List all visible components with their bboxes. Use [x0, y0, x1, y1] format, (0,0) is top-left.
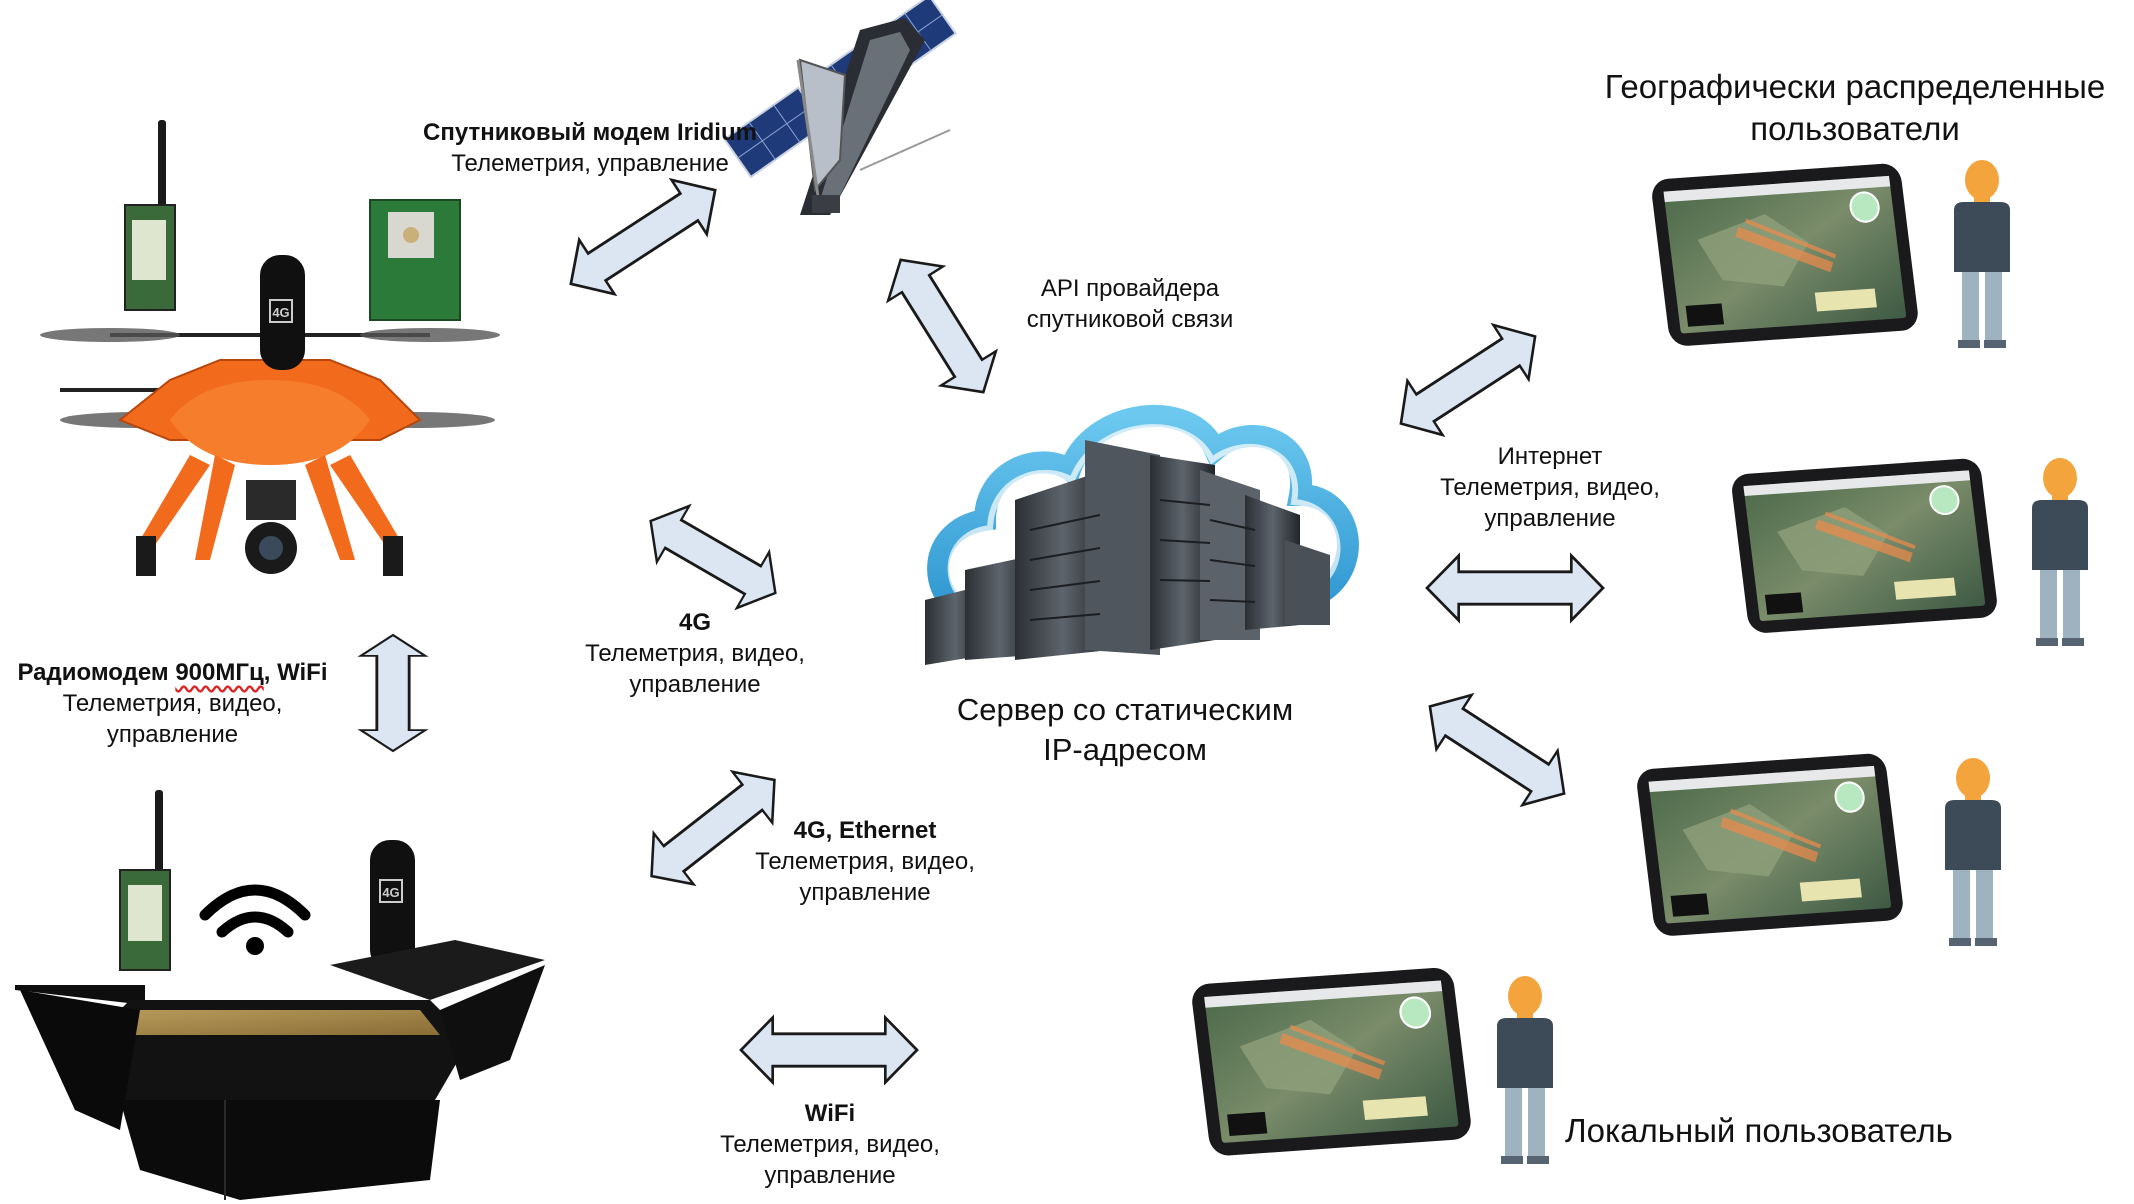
link-wifi-title: WiFi: [804, 1100, 856, 1127]
arrow-server-user-3: [1410, 677, 1584, 823]
ground-station-icon: 4G: [15, 790, 545, 1200]
radio-modem-desc1: Телеметрия, видео,: [62, 690, 283, 718]
arrow-drone-server-4g: [633, 491, 793, 623]
arrow-drone-station: [359, 633, 427, 753]
cloud-server-icon: [925, 405, 1359, 665]
link-4g-ethernet-title: 4G, Ethernet: [793, 817, 937, 844]
satellite-icon: [723, 0, 958, 215]
arrow-server-user-1: [1381, 307, 1555, 453]
satellite-modem-label: Спутниковый модем Iridium Телеметрия, уп…: [405, 117, 775, 179]
internet-title: Интернет: [1497, 443, 1603, 470]
server-line2: IP-адресом: [1043, 731, 1207, 767]
drone-modem-badge: 4G: [272, 305, 289, 320]
local-user-label: Локальный пользователь: [1565, 1110, 1985, 1152]
server-label: Сервер со статическим IP-адресом: [900, 690, 1350, 769]
person-icon: [1497, 976, 1553, 1164]
api-provider-line1: API провайдера: [1040, 275, 1220, 302]
person-icon: [2032, 458, 2088, 646]
arrow-server-user-2: [1425, 554, 1605, 622]
distributed-users-label: Географически распределенные пользовател…: [1580, 66, 2130, 150]
api-provider-label: API провайдера спутниковой связи: [980, 273, 1280, 335]
drone-icon: 4G: [40, 120, 500, 576]
radio-modem-title: Радиомодем 900МГц, WiFi: [0, 657, 345, 688]
distributed-users-line2: пользователи: [1750, 110, 1960, 148]
link-wifi-desc1: Телеметрия, видео,: [720, 1131, 940, 1159]
link-4g-ethernet-desc2: управление: [799, 879, 931, 907]
radio-modem-title-2: 900МГц: [175, 659, 264, 686]
api-provider-line2: спутниковой связи: [1026, 306, 1234, 334]
radio-modem-desc2: управление: [106, 721, 239, 749]
link-wifi-desc2: управление: [764, 1162, 896, 1190]
link-4g-desc2: управление: [629, 671, 761, 699]
internet-desc1: Телеметрия, видео,: [1440, 474, 1660, 502]
radio-modem-title-3: , WiFi: [263, 659, 328, 686]
satellite-modem-title: Спутниковый модем Iridium: [423, 119, 757, 146]
internet-label: Интернет Телеметрия, видео, управление: [1410, 441, 1690, 535]
link-4g-desc1: Телеметрия, видео,: [585, 640, 805, 668]
internet-desc2: управление: [1484, 505, 1616, 533]
tablet-icon: [1190, 967, 1473, 1157]
link-4g-ethernet-label: 4G, Ethernet Телеметрия, видео, управлен…: [730, 815, 1000, 909]
radio-modem-title-1: Радиомодем: [17, 659, 176, 686]
station-modem-badge: 4G: [382, 885, 399, 900]
local-user-text: Локальный пользователь: [1565, 1112, 1953, 1149]
link-4g-ethernet-desc1: Телеметрия, видео,: [755, 848, 975, 876]
link-wifi-label: WiFi Телеметрия, видео, управление: [695, 1098, 965, 1192]
server-line1: Сервер со статическим: [956, 692, 1294, 727]
distributed-users-line1: Географически распределенные: [1604, 68, 2106, 105]
tablet-icon: [1650, 163, 1920, 347]
satellite-modem-desc: Телеметрия, управление: [451, 150, 729, 178]
person-icon: [1945, 758, 2001, 946]
wifi-icon: [199, 884, 311, 955]
tablet-icon: [1730, 458, 1999, 634]
person-icon: [1954, 160, 2010, 348]
arrow-station-local: [739, 1016, 919, 1084]
arrow-drone-satellite: [551, 161, 735, 313]
link-4g-title: 4G: [678, 609, 711, 636]
radio-modem-label: Радиомодем 900МГц, WiFi Телеметрия, виде…: [0, 657, 345, 751]
tablet-icon: [1635, 753, 1905, 937]
link-4g-label: 4G Телеметрия, видео, управление: [560, 607, 830, 701]
